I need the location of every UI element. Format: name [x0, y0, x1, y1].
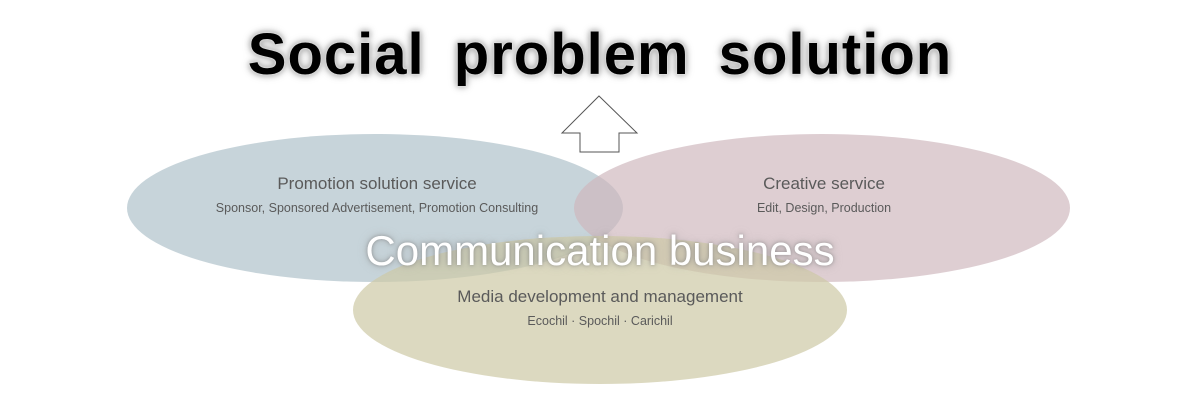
media-subtitle: Ecochil · Spochil · Carichil — [527, 314, 673, 328]
media-title: Media development and management — [457, 287, 743, 306]
creative-subtitle: Edit, Design, Production — [756, 201, 892, 215]
promotion-subtitle: Sponsor, Sponsored Advertisement, Promot… — [215, 201, 539, 215]
creative-title: Creative service — [763, 174, 885, 193]
center-label: Communication business — [365, 227, 835, 274]
page-title: Social problem solution — [247, 22, 953, 87]
promotion-title: Promotion solution service — [277, 174, 477, 193]
up-arrow-icon — [560, 95, 639, 153]
media-ellipse — [353, 236, 847, 384]
